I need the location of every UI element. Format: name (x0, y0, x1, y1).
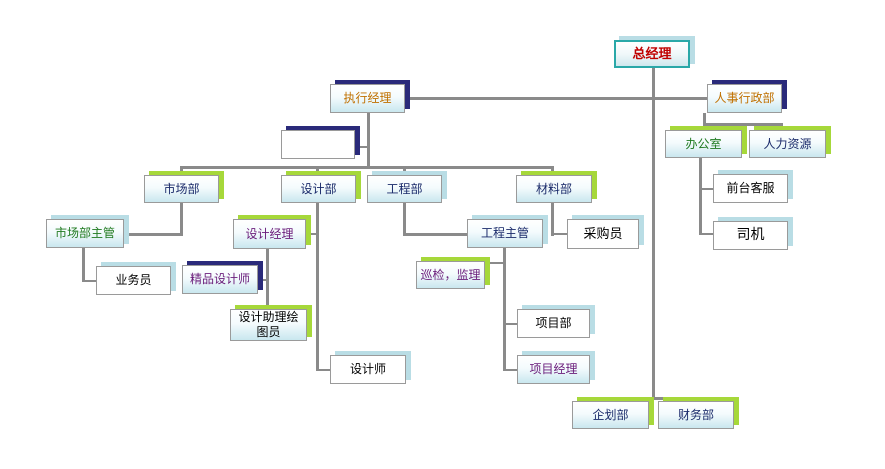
node-inspection: 巡检，监理 (416, 261, 485, 289)
node-driver: 司机 (713, 221, 788, 250)
connector (316, 166, 319, 175)
connector (316, 203, 319, 371)
node-label: 企划部 (592, 407, 629, 422)
node-label: 工程主管 (480, 226, 529, 240)
connector (180, 203, 183, 236)
node-label: 总经理 (632, 46, 672, 62)
connector (652, 67, 655, 399)
node-planning-dept: 企划部 (572, 401, 649, 429)
connector (180, 166, 183, 175)
node-design-assistant: 设计助理绘图员 (230, 309, 307, 341)
node-label: 人力资源 (763, 136, 812, 151)
node-project-dept: 项目部 (517, 309, 590, 338)
node-premium-designer: 精品设计师 (182, 265, 258, 294)
node-vacant (281, 130, 355, 159)
node-label: 人事行政部 (714, 91, 775, 105)
connector (780, 123, 783, 132)
node-label: 前台客服 (726, 181, 775, 195)
connector (503, 323, 517, 325)
node-market-dept: 市场部 (144, 175, 219, 203)
node-salesperson: 业务员 (96, 266, 171, 295)
node-label: 执行经理 (343, 91, 392, 105)
node-label: 项目部 (535, 316, 572, 330)
connector (551, 203, 554, 236)
connector (503, 248, 506, 371)
connector (693, 397, 696, 401)
connector (703, 113, 706, 125)
node-label: 设计助理绘图员 (238, 310, 299, 339)
connector (551, 233, 567, 235)
node-project-manager: 项目经理 (517, 355, 590, 384)
node-label: 采购员 (583, 226, 623, 242)
node-designer: 设计师 (330, 355, 406, 384)
connector (82, 248, 85, 282)
node-hr-admin-dept: 人事行政部 (707, 84, 782, 113)
connector (699, 158, 702, 235)
connector (699, 233, 713, 235)
node-office: 办公室 (665, 130, 742, 158)
node-label: 设计经理 (245, 226, 294, 241)
node-reception: 前台客服 (713, 174, 788, 203)
node-label: 市场部 (163, 181, 200, 196)
connector (82, 280, 96, 282)
node-materials-dept: 材料部 (516, 175, 592, 203)
node-label: 司机 (736, 227, 765, 243)
connector (403, 233, 468, 236)
node-market-supervisor: 市场部主管 (46, 219, 124, 248)
connector (503, 369, 517, 371)
node-label: 办公室 (685, 136, 722, 151)
connector (180, 166, 554, 169)
node-label: 材料部 (535, 181, 572, 196)
connector (485, 262, 505, 264)
connector (610, 397, 613, 401)
node-label: 精品设计师 (189, 272, 250, 286)
node-design-manager: 设计经理 (233, 219, 306, 249)
connector (699, 188, 713, 190)
connector (355, 146, 369, 148)
node-engineering-supervisor: 工程主管 (467, 219, 543, 248)
connector (403, 203, 406, 236)
connector (703, 123, 783, 126)
node-finance-dept: 财务部 (658, 401, 734, 429)
connector (124, 233, 183, 236)
connector (316, 369, 330, 371)
connector (405, 97, 713, 100)
node-label: 财务部 (677, 407, 714, 422)
node-exec-manager: 执行经理 (330, 84, 405, 113)
connector (367, 113, 370, 168)
node-label: 市场部主管 (54, 226, 115, 240)
node-label: 项目经理 (529, 362, 578, 376)
connector (551, 166, 554, 175)
connector (610, 397, 696, 400)
node-hr-resources: 人力资源 (749, 130, 826, 158)
node-label: 设计部 (300, 181, 337, 196)
node-general-manager: 总经理 (614, 40, 690, 68)
node-label: 设计师 (349, 362, 386, 376)
node-design-dept: 设计部 (281, 175, 356, 203)
node-label: 巡检，监理 (420, 267, 481, 282)
node-engineering-dept: 工程部 (367, 175, 442, 203)
connector (306, 233, 318, 235)
node-label: 业务员 (115, 273, 152, 287)
node-purchaser: 采购员 (567, 219, 639, 249)
connector (403, 166, 406, 175)
node-label: 工程部 (386, 181, 423, 196)
